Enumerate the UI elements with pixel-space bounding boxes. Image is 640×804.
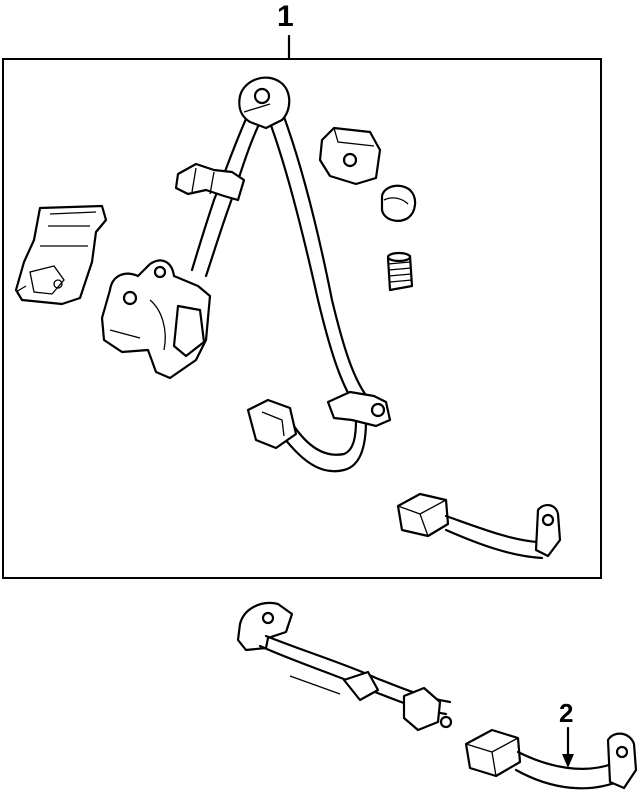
buckle-in-frame [396,492,562,560]
rear-belt [236,601,453,732]
callout-label-1: 1 [277,0,294,33]
shoulder-guide [238,76,291,130]
buckle [464,728,638,790]
anchor-plate [14,204,108,306]
callout-2-arrow [562,726,574,768]
retractor-body [100,259,212,380]
callout-label-2: 2 [559,698,574,728]
cap [380,184,417,222]
assembly-frame [2,58,602,579]
bracket [318,126,382,186]
lower-anchor [246,390,392,473]
bolt [386,251,414,292]
belt-webbing [190,94,370,402]
belt-loop-clip [174,162,246,202]
